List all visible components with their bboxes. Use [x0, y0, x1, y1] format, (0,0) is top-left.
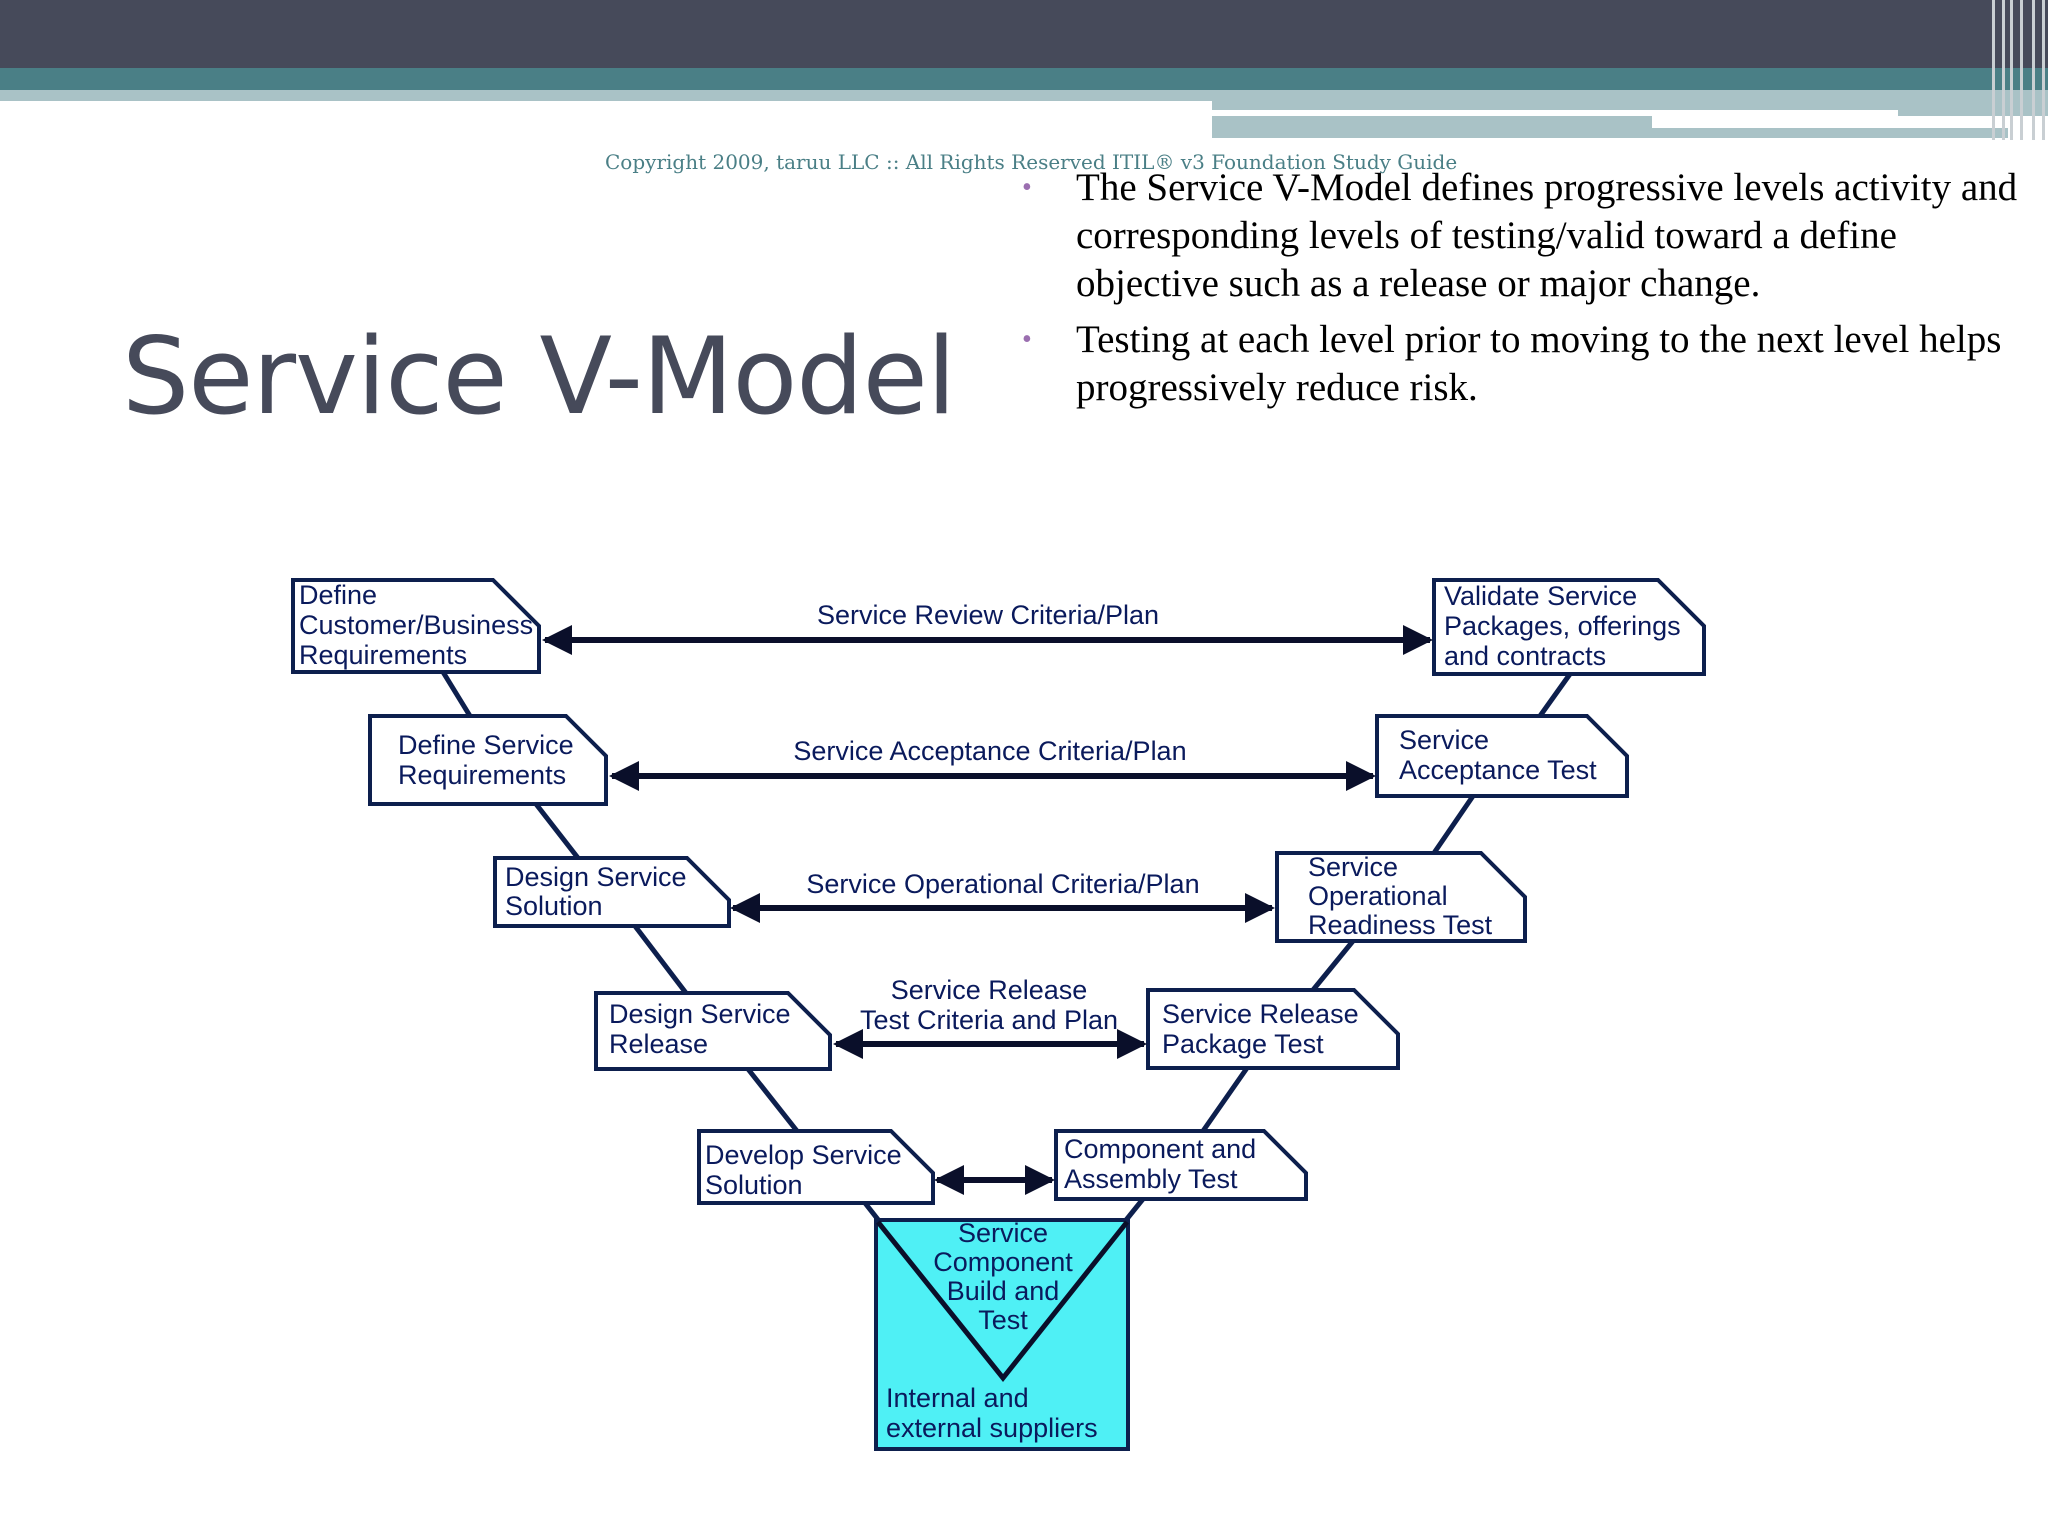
connector-line	[746, 1067, 799, 1133]
right-stage-label: Service	[1399, 725, 1489, 755]
left-stage-label: Solution	[505, 891, 603, 921]
left-stage-label: Solution	[705, 1170, 803, 1200]
left-stage-label: Requirements	[299, 640, 467, 670]
connector-line	[1431, 794, 1476, 855]
white-line	[1212, 110, 1898, 116]
connector-line	[1537, 672, 1573, 718]
right-stage-box	[1146, 988, 1400, 1070]
v-shape-line	[876, 1220, 1129, 1383]
connector-line	[1311, 939, 1355, 992]
right-stage-label: Service Release	[1162, 999, 1359, 1029]
arrow-label: Test Criteria and Plan	[860, 1005, 1118, 1035]
copyright-text: Copyright 2009, taruu LLC :: All Rights …	[605, 150, 1458, 174]
light-band-lower	[1212, 116, 1652, 138]
left-stage-label: Define	[299, 580, 377, 610]
title-bar-decoration	[0, 0, 2048, 68]
left-stage-label: Design Service	[609, 999, 791, 1029]
build-test-box	[874, 1218, 1130, 1451]
build-test-label: Build and	[947, 1276, 1060, 1306]
right-stage-label: Operational	[1308, 881, 1448, 911]
right-stage-label: Packages, offerings	[1444, 611, 1681, 641]
build-test-label: Test	[978, 1305, 1028, 1335]
left-stage-label: Develop Service	[705, 1140, 902, 1170]
bullet-text: The Service V-Model defines progressive …	[1076, 166, 2018, 305]
build-test-label: Service	[958, 1218, 1048, 1248]
left-stage-label: Define Service	[398, 730, 574, 760]
arrow-label: Service Operational Criteria/Plan	[806, 869, 1199, 899]
left-stage-label: Customer/Business	[299, 610, 533, 640]
supplier-label: external suppliers	[886, 1413, 1098, 1443]
left-stage-box	[368, 714, 608, 806]
left-stage-label: Requirements	[398, 760, 566, 790]
light-band	[0, 90, 1212, 101]
right-stage-label: Service	[1308, 852, 1398, 882]
right-stage-label: Package Test	[1162, 1029, 1324, 1059]
right-stage-label: Validate Service	[1444, 581, 1637, 611]
teal-band	[0, 68, 2048, 90]
right-stage-label: Assembly Test	[1064, 1164, 1238, 1194]
connector-line	[440, 670, 473, 718]
left-stage-box	[493, 856, 731, 928]
bullet-text: Testing at each level prior to moving to…	[1076, 318, 2002, 409]
left-stage-box	[697, 1129, 935, 1205]
right-stage-box	[1054, 1129, 1308, 1201]
left-stage-label: Design Service	[505, 862, 687, 892]
right-stage-label: Acceptance Test	[1399, 755, 1597, 785]
connector-line	[534, 802, 580, 860]
right-stage-label: Readiness Test	[1308, 910, 1493, 940]
bullet-icon: •	[1022, 172, 1032, 203]
bullet-item: • Testing at each level prior to moving t…	[1016, 316, 2026, 412]
connector-line	[1200, 1066, 1250, 1133]
slide-title: Service V-Model	[122, 315, 956, 438]
bullet-item: • The Service V-Model defines progressive…	[1016, 164, 2026, 308]
light-band-tail	[1652, 128, 2008, 138]
left-stage-box	[594, 991, 832, 1071]
left-stage-box	[291, 578, 541, 674]
bullet-icon: •	[1022, 324, 1032, 355]
arrow-label: Service Release	[891, 975, 1088, 1005]
right-stage-box	[1432, 578, 1706, 676]
right-stage-label: and contracts	[1444, 641, 1606, 671]
arrow-label: Service Acceptance Criteria/Plan	[793, 736, 1186, 766]
build-test-label: Component	[933, 1247, 1073, 1277]
bullet-list: • The Service V-Model defines progressive…	[1016, 164, 2026, 420]
arrow-label: Service Review Criteria/Plan	[817, 600, 1159, 630]
supplier-label: Internal and	[886, 1383, 1029, 1413]
right-stage-box	[1375, 714, 1629, 798]
right-stage-label: Component and	[1064, 1134, 1256, 1164]
left-stage-label: Release	[609, 1029, 708, 1059]
connector-line	[633, 924, 688, 995]
corner-stripes	[1988, 0, 2048, 140]
right-stage-box	[1275, 851, 1527, 943]
